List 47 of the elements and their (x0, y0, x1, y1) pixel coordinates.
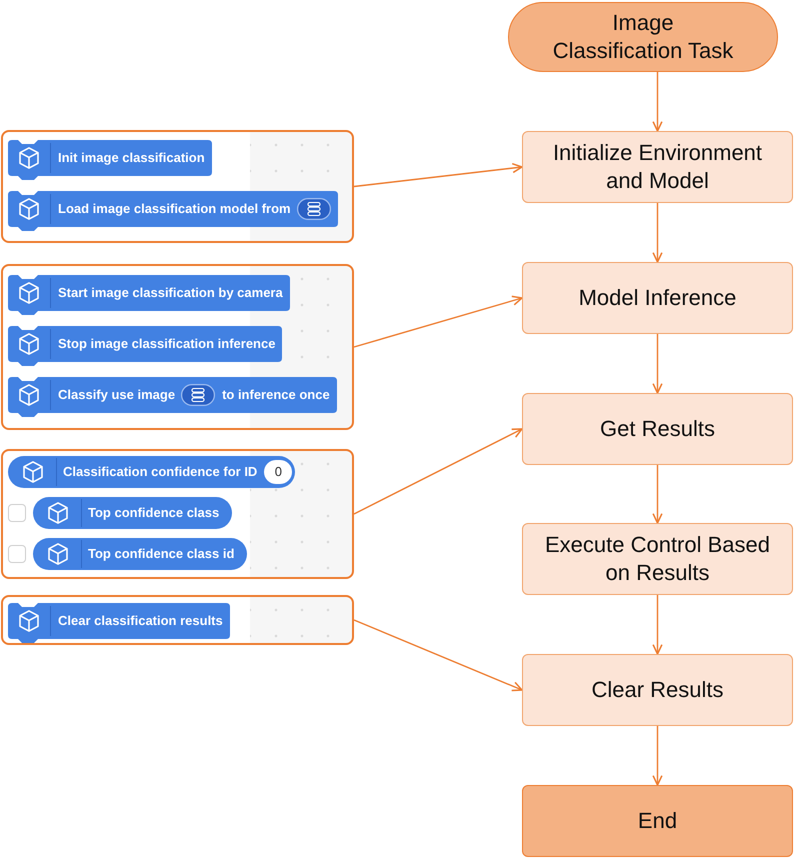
reporter-block (8, 456, 296, 488)
arrow (652, 595, 663, 655)
arrow (652, 203, 663, 263)
block-label: Start image classification by camera (58, 284, 283, 302)
block-label: Classification confidence for ID (63, 463, 258, 482)
end-terminal (522, 785, 793, 857)
block-panel (1, 130, 354, 243)
number-field: 0 (264, 460, 292, 484)
block-label: Top confidence class (88, 504, 220, 522)
reporter-block (33, 538, 248, 570)
arrow (652, 726, 663, 786)
block-label: Top confidence class id (88, 545, 234, 564)
block-label: to inference once (222, 386, 330, 404)
process-box (522, 393, 793, 465)
code-block (8, 326, 282, 366)
block-label: Load image classification model from (58, 200, 291, 218)
arrow (652, 465, 663, 524)
block-panel (1, 264, 354, 430)
arrow (354, 619, 523, 692)
code-block (8, 275, 290, 315)
process-box (522, 131, 793, 203)
node-label: Model Inference (578, 284, 736, 312)
block-panel (1, 595, 354, 645)
node-label: Clear Results (591, 676, 724, 704)
process-box (522, 523, 793, 595)
node-label: Execute Control Based on Results (544, 531, 772, 587)
arrow (354, 162, 523, 188)
code-block (8, 603, 230, 643)
node-label: Initialize Environment and Model (552, 139, 764, 195)
arrow (354, 296, 523, 348)
block-label: Clear classification results (58, 612, 223, 630)
code-block (8, 377, 337, 417)
arrow (652, 334, 663, 394)
reporter-block (33, 497, 232, 529)
arrow (652, 72, 663, 132)
block-label: Stop image classification inference (58, 335, 276, 354)
process-box (522, 654, 793, 726)
node-label: Get Results (600, 415, 715, 443)
process-box (522, 262, 793, 334)
block-label: Classify use image (58, 386, 176, 404)
block-label: Init image classification (58, 149, 205, 168)
node-label: Image Classification Task (552, 9, 734, 65)
arrow (354, 428, 523, 515)
code-block (8, 140, 212, 180)
block-panel (1, 449, 354, 579)
code-block (8, 191, 338, 231)
node-label: End (638, 807, 678, 835)
